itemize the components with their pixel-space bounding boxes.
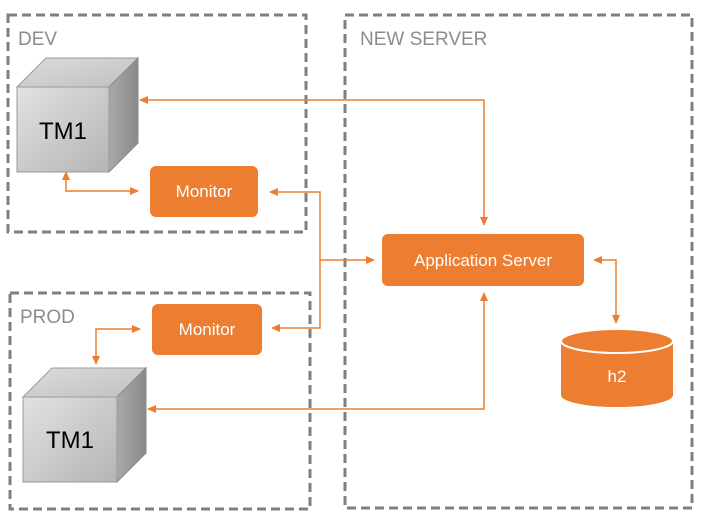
connector-app-h2 (593, 256, 620, 324)
prod-tm1-label: TM1 (46, 427, 94, 454)
prod-tm1-server: TM1 (21, 366, 148, 484)
prod-monitor-label: Monitor (179, 320, 236, 339)
application-server-box: Application Server (382, 234, 584, 286)
dev-monitor-label: Monitor (176, 182, 233, 201)
connectors (62, 96, 620, 413)
prod-monitor-box: Monitor (152, 304, 262, 355)
connector-dev-monitor-app (269, 188, 375, 264)
prod-zone-label: PROD (20, 307, 75, 328)
connector-dev-tm1-app (139, 96, 488, 226)
dev-monitor-box: Monitor (150, 166, 258, 217)
h2-database-icon: h2 (560, 328, 674, 407)
dev-tm1-label: TM1 (39, 118, 87, 145)
new-server-zone-label: NEW SERVER (360, 29, 487, 50)
application-server-label: Application Server (414, 251, 552, 270)
connector-dev-tm1-monitor (62, 171, 139, 195)
connector-prod-monitor-tm1 (92, 325, 141, 365)
h2-database-label: h2 (608, 367, 627, 386)
connector-prod-tm1-app (147, 292, 488, 413)
dev-zone-label: DEV (18, 29, 57, 50)
dev-tm1-server: TM1 (15, 56, 140, 174)
